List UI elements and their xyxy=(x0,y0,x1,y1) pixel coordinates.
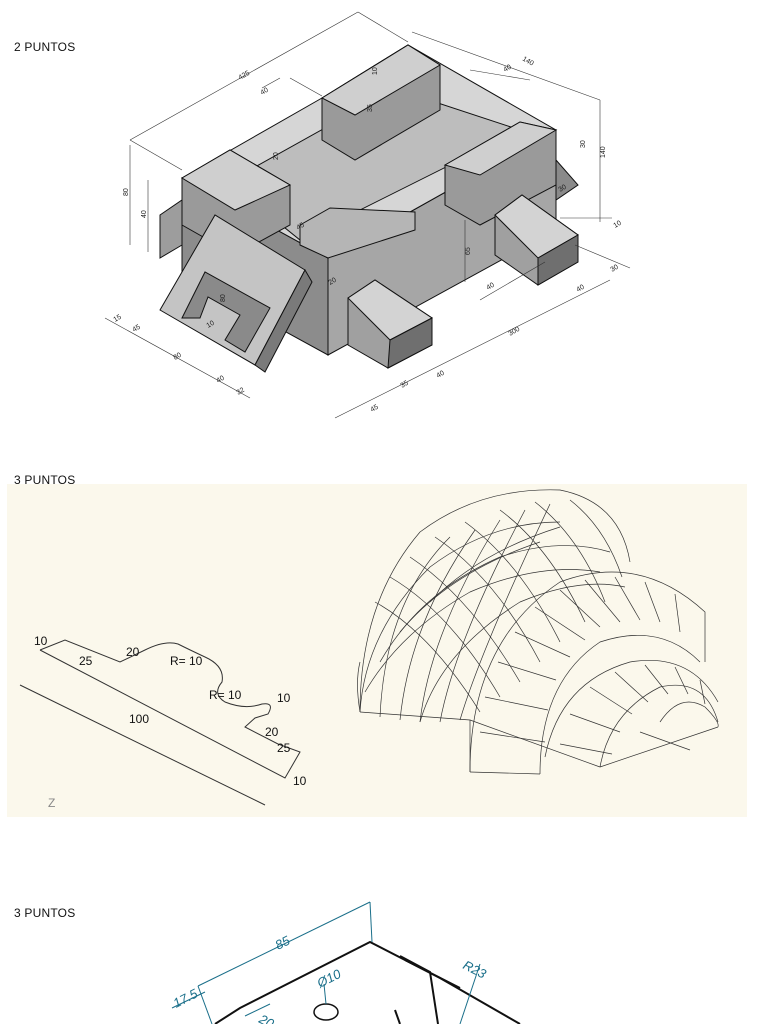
fig3-dim: Ø10 xyxy=(314,966,344,991)
fig1-dim: 40 xyxy=(576,284,586,294)
profile-label: 25 xyxy=(79,654,93,668)
revolved-profile-figure: 10 25 20 R= 10 R= 10 10 100 20 25 10 Z xyxy=(7,484,747,817)
profile-label: 20 xyxy=(126,645,140,659)
section-heading-3: 3 PUNTOS xyxy=(14,906,76,920)
profile-label: 100 xyxy=(129,712,149,726)
fig1-dim: 140 xyxy=(600,146,607,158)
section-heading-1: 2 PUNTOS xyxy=(14,40,76,54)
fig1-dim: 40 xyxy=(141,210,148,218)
profile-label: 25 xyxy=(277,741,291,755)
fig1-dim: 15 xyxy=(113,314,123,324)
fig1-dim: 45 xyxy=(296,222,306,232)
fig1-dim: 30 xyxy=(580,140,587,148)
fig1-dim: 80 xyxy=(220,294,227,302)
fig1-dim: 10 xyxy=(206,320,216,330)
fig1-dim: 20 xyxy=(273,152,280,160)
fig1-dim: 80 xyxy=(123,188,130,196)
fig1-dim: 45 xyxy=(132,324,142,334)
fig1-dim: 40 xyxy=(436,370,446,380)
fig3-dim: 20 xyxy=(256,1011,277,1024)
fig1-dim: 140 xyxy=(521,56,535,68)
technical-part-figure: 85 17.5 Ø10 R23 20 xyxy=(171,901,521,1024)
profile-label: 10 xyxy=(277,691,291,705)
profile-label: R= 10 xyxy=(170,654,203,668)
fig1-dim: 10 xyxy=(613,220,623,230)
profile-label: 20 xyxy=(265,725,279,739)
fig1-dim: 30 xyxy=(558,184,568,194)
fig1-dim: 20 xyxy=(328,277,338,287)
merlon-front xyxy=(299,207,416,259)
figure-background xyxy=(7,484,747,817)
part-outline xyxy=(214,940,521,1024)
fig1-dim: 30 xyxy=(610,264,620,274)
hole-symbol xyxy=(313,1003,339,1021)
isometric-block-figure: 425 140 40 10 40 35 140 20 45 80 40 65 8… xyxy=(104,11,631,419)
fig1-dim: 32 xyxy=(236,387,246,397)
z-axis-label: Z xyxy=(48,796,55,810)
fig1-dim: 40 xyxy=(216,375,226,385)
profile-sketch xyxy=(19,639,301,806)
profile-label: R= 10 xyxy=(209,688,242,702)
wireframe-solid xyxy=(357,489,719,775)
fig1-dim: 10 xyxy=(372,67,379,75)
fig1-dim: 45 xyxy=(370,404,380,414)
profile-label: 10 xyxy=(293,774,307,788)
section-heading-2: 3 PUNTOS xyxy=(14,473,76,487)
fig1-dim: 40 xyxy=(486,282,496,292)
fig1-dim: 35 xyxy=(367,104,374,112)
fig1-dim: 425 xyxy=(238,70,252,82)
fig1-dim: 80 xyxy=(173,352,183,362)
fig1-dim: 40 xyxy=(503,64,513,74)
fig3-dim: 17.5 xyxy=(171,985,201,1010)
fig1-dim: 35 xyxy=(400,380,410,390)
fig3-dim: 85 xyxy=(273,932,293,952)
fig1-dim: 65 xyxy=(465,247,472,255)
cavity-floor xyxy=(227,101,522,241)
dimension-lines xyxy=(171,901,481,1024)
profile-label: 10 xyxy=(34,634,48,648)
fig1-dim: 300 xyxy=(508,326,522,338)
fig1-dim: 40 xyxy=(260,87,270,97)
